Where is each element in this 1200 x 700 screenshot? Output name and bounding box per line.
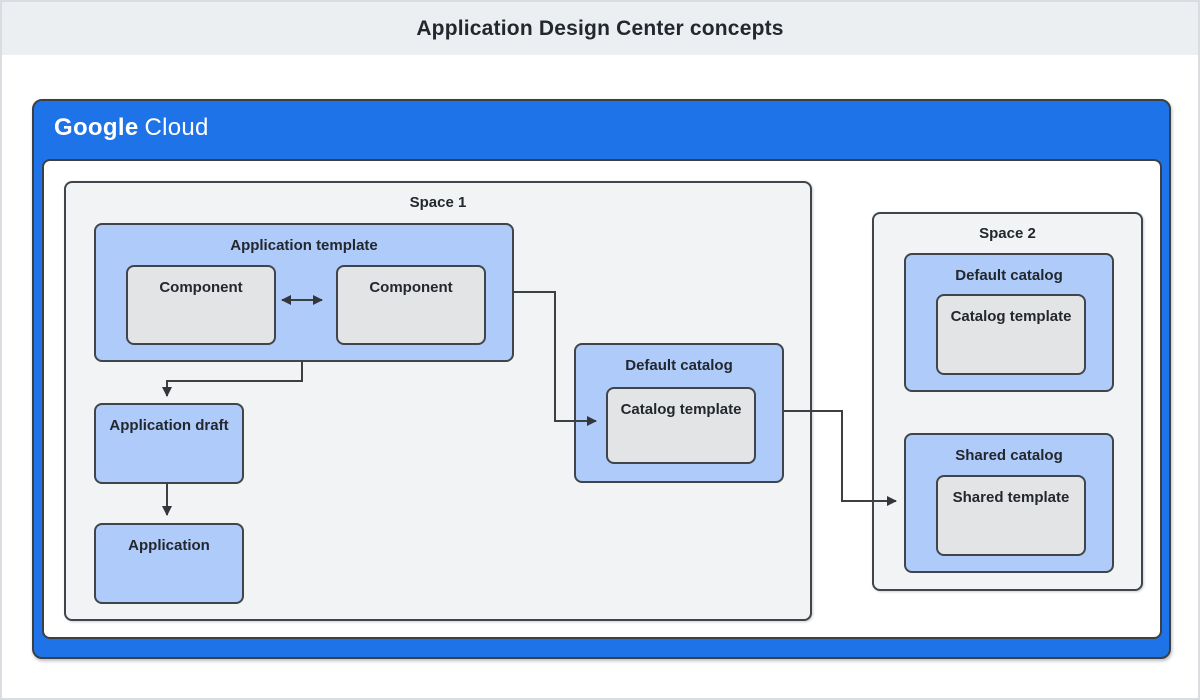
shared-template-label: Shared template [952, 489, 1070, 506]
node-catalog-template-space1: Catalog template [606, 387, 756, 464]
catalog-template-space1-label: Catalog template [620, 401, 742, 418]
application-draft-label: Application draft [109, 417, 229, 434]
default-catalog-space2-label: Default catalog [955, 267, 1063, 284]
component-left-label: Component [159, 279, 243, 296]
node-shared-template: Shared template [936, 475, 1086, 556]
catalog-template-space2-label: Catalog template [950, 308, 1072, 325]
component-right-label: Component [369, 279, 453, 296]
node-component-right: Component [336, 265, 486, 345]
node-application: Application [94, 523, 244, 604]
node-default-catalog-space1: Default catalog Catalog template [574, 343, 784, 483]
space-1-label: Space 1 [409, 194, 467, 211]
space-2-group: Space 2 Default catalog Catalog template… [872, 212, 1143, 591]
application-template-label: Application template [230, 237, 378, 254]
application-label: Application [128, 537, 210, 554]
default-catalog-space1-label: Default catalog [625, 357, 733, 374]
logo-cloud-wordmark: Cloud [144, 114, 209, 141]
node-shared-catalog: Shared catalog Shared template [904, 433, 1114, 573]
space-2-label: Space 2 [979, 225, 1036, 242]
node-catalog-template-space2: Catalog template [936, 294, 1086, 375]
title-banner: Application Design Center concepts [2, 2, 1198, 55]
node-application-template: Application template Component Component [94, 223, 514, 362]
page-title: Application Design Center concepts [416, 16, 784, 40]
node-component-left: Component [126, 265, 276, 345]
space-1-group: Space 1 Application template Component C… [64, 181, 812, 621]
logo-google-wordmark: Google [54, 114, 139, 141]
node-default-catalog-space2: Default catalog Catalog template [904, 253, 1114, 392]
node-application-draft: Application draft [94, 403, 244, 484]
shared-catalog-label: Shared catalog [955, 447, 1063, 464]
